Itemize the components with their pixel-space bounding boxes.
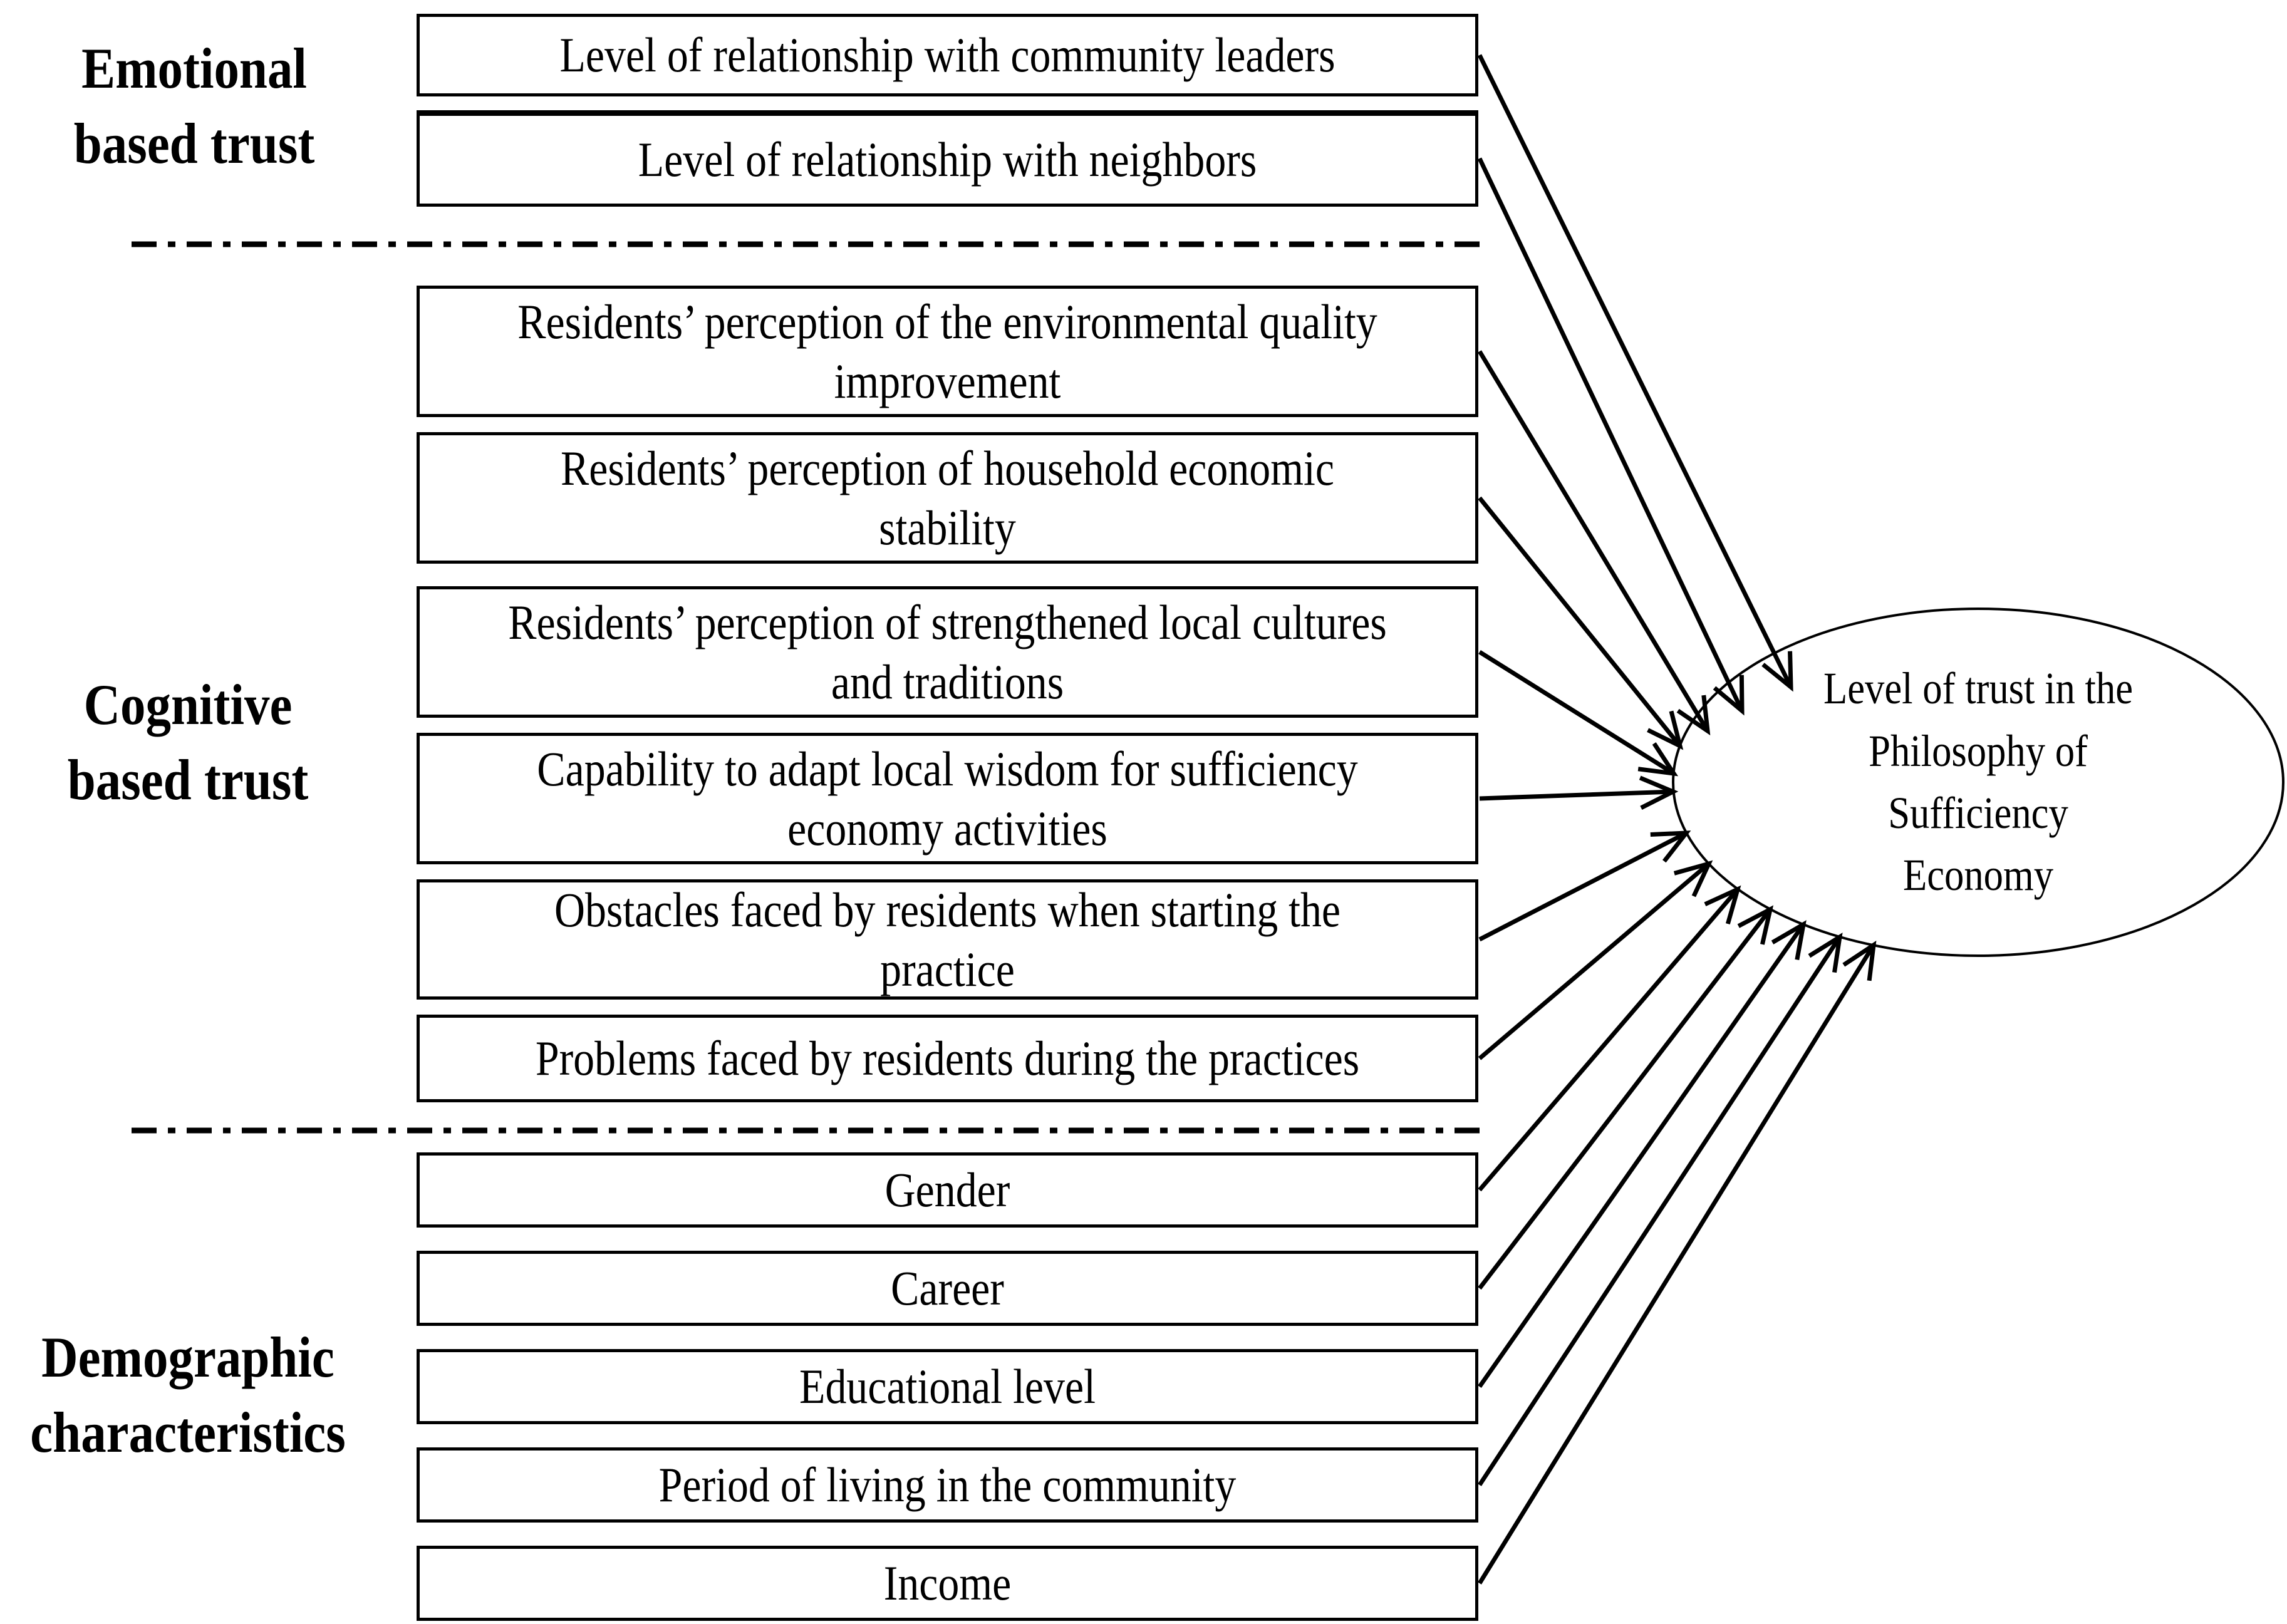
arrow-community-leaders [1477, 54, 1793, 692]
group-label-demographic: Demographic characteristics [6, 1325, 370, 1464]
factor-box-local-wisdom: Capability to adapt local wisdom for suf… [417, 733, 1478, 864]
factor-text: Residents’ perception of strengthened lo… [508, 594, 1387, 709]
arrow-neighbors [1477, 157, 1745, 716]
group-label-cognitive: Cognitive based trust [13, 673, 363, 812]
arrow-education [1478, 920, 1807, 1389]
outcome-label: Level of trust in the Philosophy of Suff… [1696, 597, 2260, 967]
factor-box-obstacles: Obstacles faced by residents when starti… [417, 879, 1478, 1000]
arrow-income [1478, 940, 1877, 1585]
factor-box-gender: Gender [417, 1152, 1478, 1228]
factor-text: Obstacles faced by residents when starti… [554, 882, 1341, 996]
factor-text: Capability to adapt local wisdom for suf… [537, 741, 1358, 856]
factor-box-environmental-quality: Residents’ perception of the environment… [417, 286, 1478, 417]
arrow-cultures [1478, 650, 1679, 777]
factor-text: Educational level [799, 1359, 1096, 1414]
group-label-cognitive-text: Cognitive based trust [67, 673, 309, 812]
outcome-label-text: Level of trust in the Philosophy of Suff… [1823, 663, 2134, 901]
arrow-gender [1478, 885, 1741, 1192]
factor-text: Gender [884, 1162, 1010, 1218]
factor-text: Period of living in the community [658, 1457, 1237, 1513]
factor-box-economic-stability: Residents’ perception of household econo… [417, 432, 1478, 564]
arrow-period [1478, 933, 1843, 1486]
factor-text: Career [891, 1261, 1004, 1316]
factor-box-local-cultures: Residents’ perception of strengthened lo… [417, 586, 1478, 718]
arrow-career [1478, 905, 1774, 1290]
group-label-emotional-text: Emotional based trust [73, 36, 315, 175]
factor-box-neighbors: Level of relationship with neighbors [417, 110, 1478, 207]
group-label-emotional: Emotional based trust [19, 36, 370, 175]
arrow-economic [1478, 496, 1684, 750]
factor-text: Residents’ perception of household econo… [561, 440, 1334, 555]
factor-box-period-of-living: Period of living in the community [417, 1447, 1478, 1523]
factor-box-educational-level: Educational level [417, 1349, 1478, 1424]
factor-text: Residents’ perception of the environment… [517, 294, 1377, 408]
factor-text: Problems faced by residents during the p… [535, 1031, 1360, 1086]
factor-text: Level of relationship with community lea… [559, 28, 1335, 83]
factor-box-income: Income [417, 1546, 1478, 1621]
factor-box-career: Career [417, 1251, 1478, 1326]
arrow-capability [1479, 775, 1679, 810]
factor-box-problems: Problems faced by residents during the p… [417, 1015, 1478, 1102]
group-label-demographic-text: Demographic characteristics [30, 1325, 346, 1464]
factor-text: Level of relationship with neighbors [638, 132, 1257, 187]
arrow-environmental [1477, 350, 1711, 736]
arrow-obstacles [1478, 830, 1691, 942]
factor-text: Income [883, 1556, 1012, 1611]
arrow-problems [1478, 860, 1713, 1060]
factor-box-community-leaders: Level of relationship with community lea… [417, 14, 1478, 96]
